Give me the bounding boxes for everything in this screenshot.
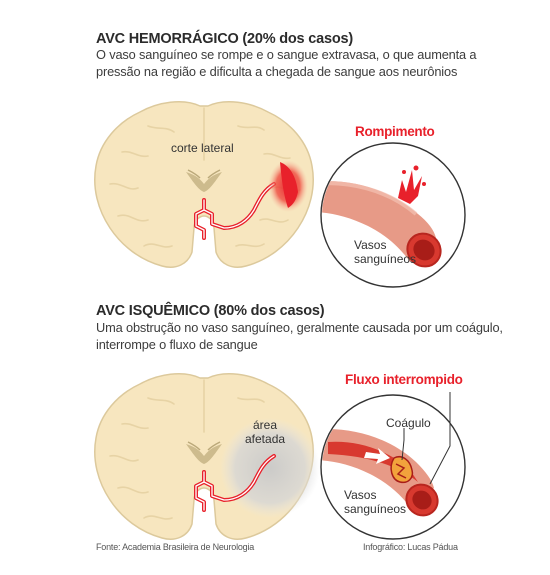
brain-label-lateral-cut: corte lateral — [171, 141, 234, 155]
section-hemorrhagic-title: AVC HEMORRÁGICO (20% dos casos) — [96, 31, 353, 47]
rupture-burst — [398, 170, 422, 204]
affected-area-label: área afetada — [245, 418, 285, 446]
vessel-label-line: sanguíneos — [354, 252, 417, 266]
source-credit: Fonte: Academia Brasileira de Neurologia — [96, 542, 255, 552]
section-ischemic-description: Uma obstrução no vaso sanguíneo, geralme… — [96, 319, 526, 353]
vessel-label-clot: Vasos sanguíneos — [344, 488, 406, 516]
vessel-rupture-detail — [320, 142, 466, 288]
infographic-credit: Infográfico: Lucas Pádua — [363, 542, 458, 552]
central-structure — [186, 172, 222, 192]
description-line: pressão na região e dificulta a chegada … — [96, 64, 458, 79]
clot-label: Coágulo — [386, 416, 431, 430]
vessel-label-rupture: Vasos sanguíneos — [354, 238, 416, 266]
description-line: Uma obstrução no vaso sanguíneo, geralme… — [96, 320, 503, 335]
vessel-label-line: sanguíneos — [344, 502, 407, 516]
vessel-label-line: Vasos — [354, 238, 387, 252]
description-line: O vaso sanguíneo se rompe e o sangue ext… — [96, 47, 477, 62]
affected-label-line: área — [253, 418, 278, 432]
brain-ischemic-illustration — [94, 373, 320, 540]
vessel-label-line: Vasos — [344, 488, 377, 502]
description-line: interrompe o fluxo de sangue — [96, 337, 258, 352]
section-ischemic-title: AVC ISQUÊMICO (80% dos casos) — [96, 303, 325, 319]
central-structure — [186, 444, 222, 464]
vessel-clot-detail — [320, 392, 466, 540]
detail-title-rupture: Rompimento — [355, 124, 435, 139]
flow-arrow — [364, 448, 390, 464]
section-hemorrhagic-description: O vaso sanguíneo se rompe e o sangue ext… — [96, 46, 526, 80]
affected-label-line: afetada — [245, 432, 286, 446]
detail-title-interrupted-flow: Fluxo interrompido — [345, 372, 463, 387]
brain-hemorrhagic-illustration — [94, 101, 314, 268]
